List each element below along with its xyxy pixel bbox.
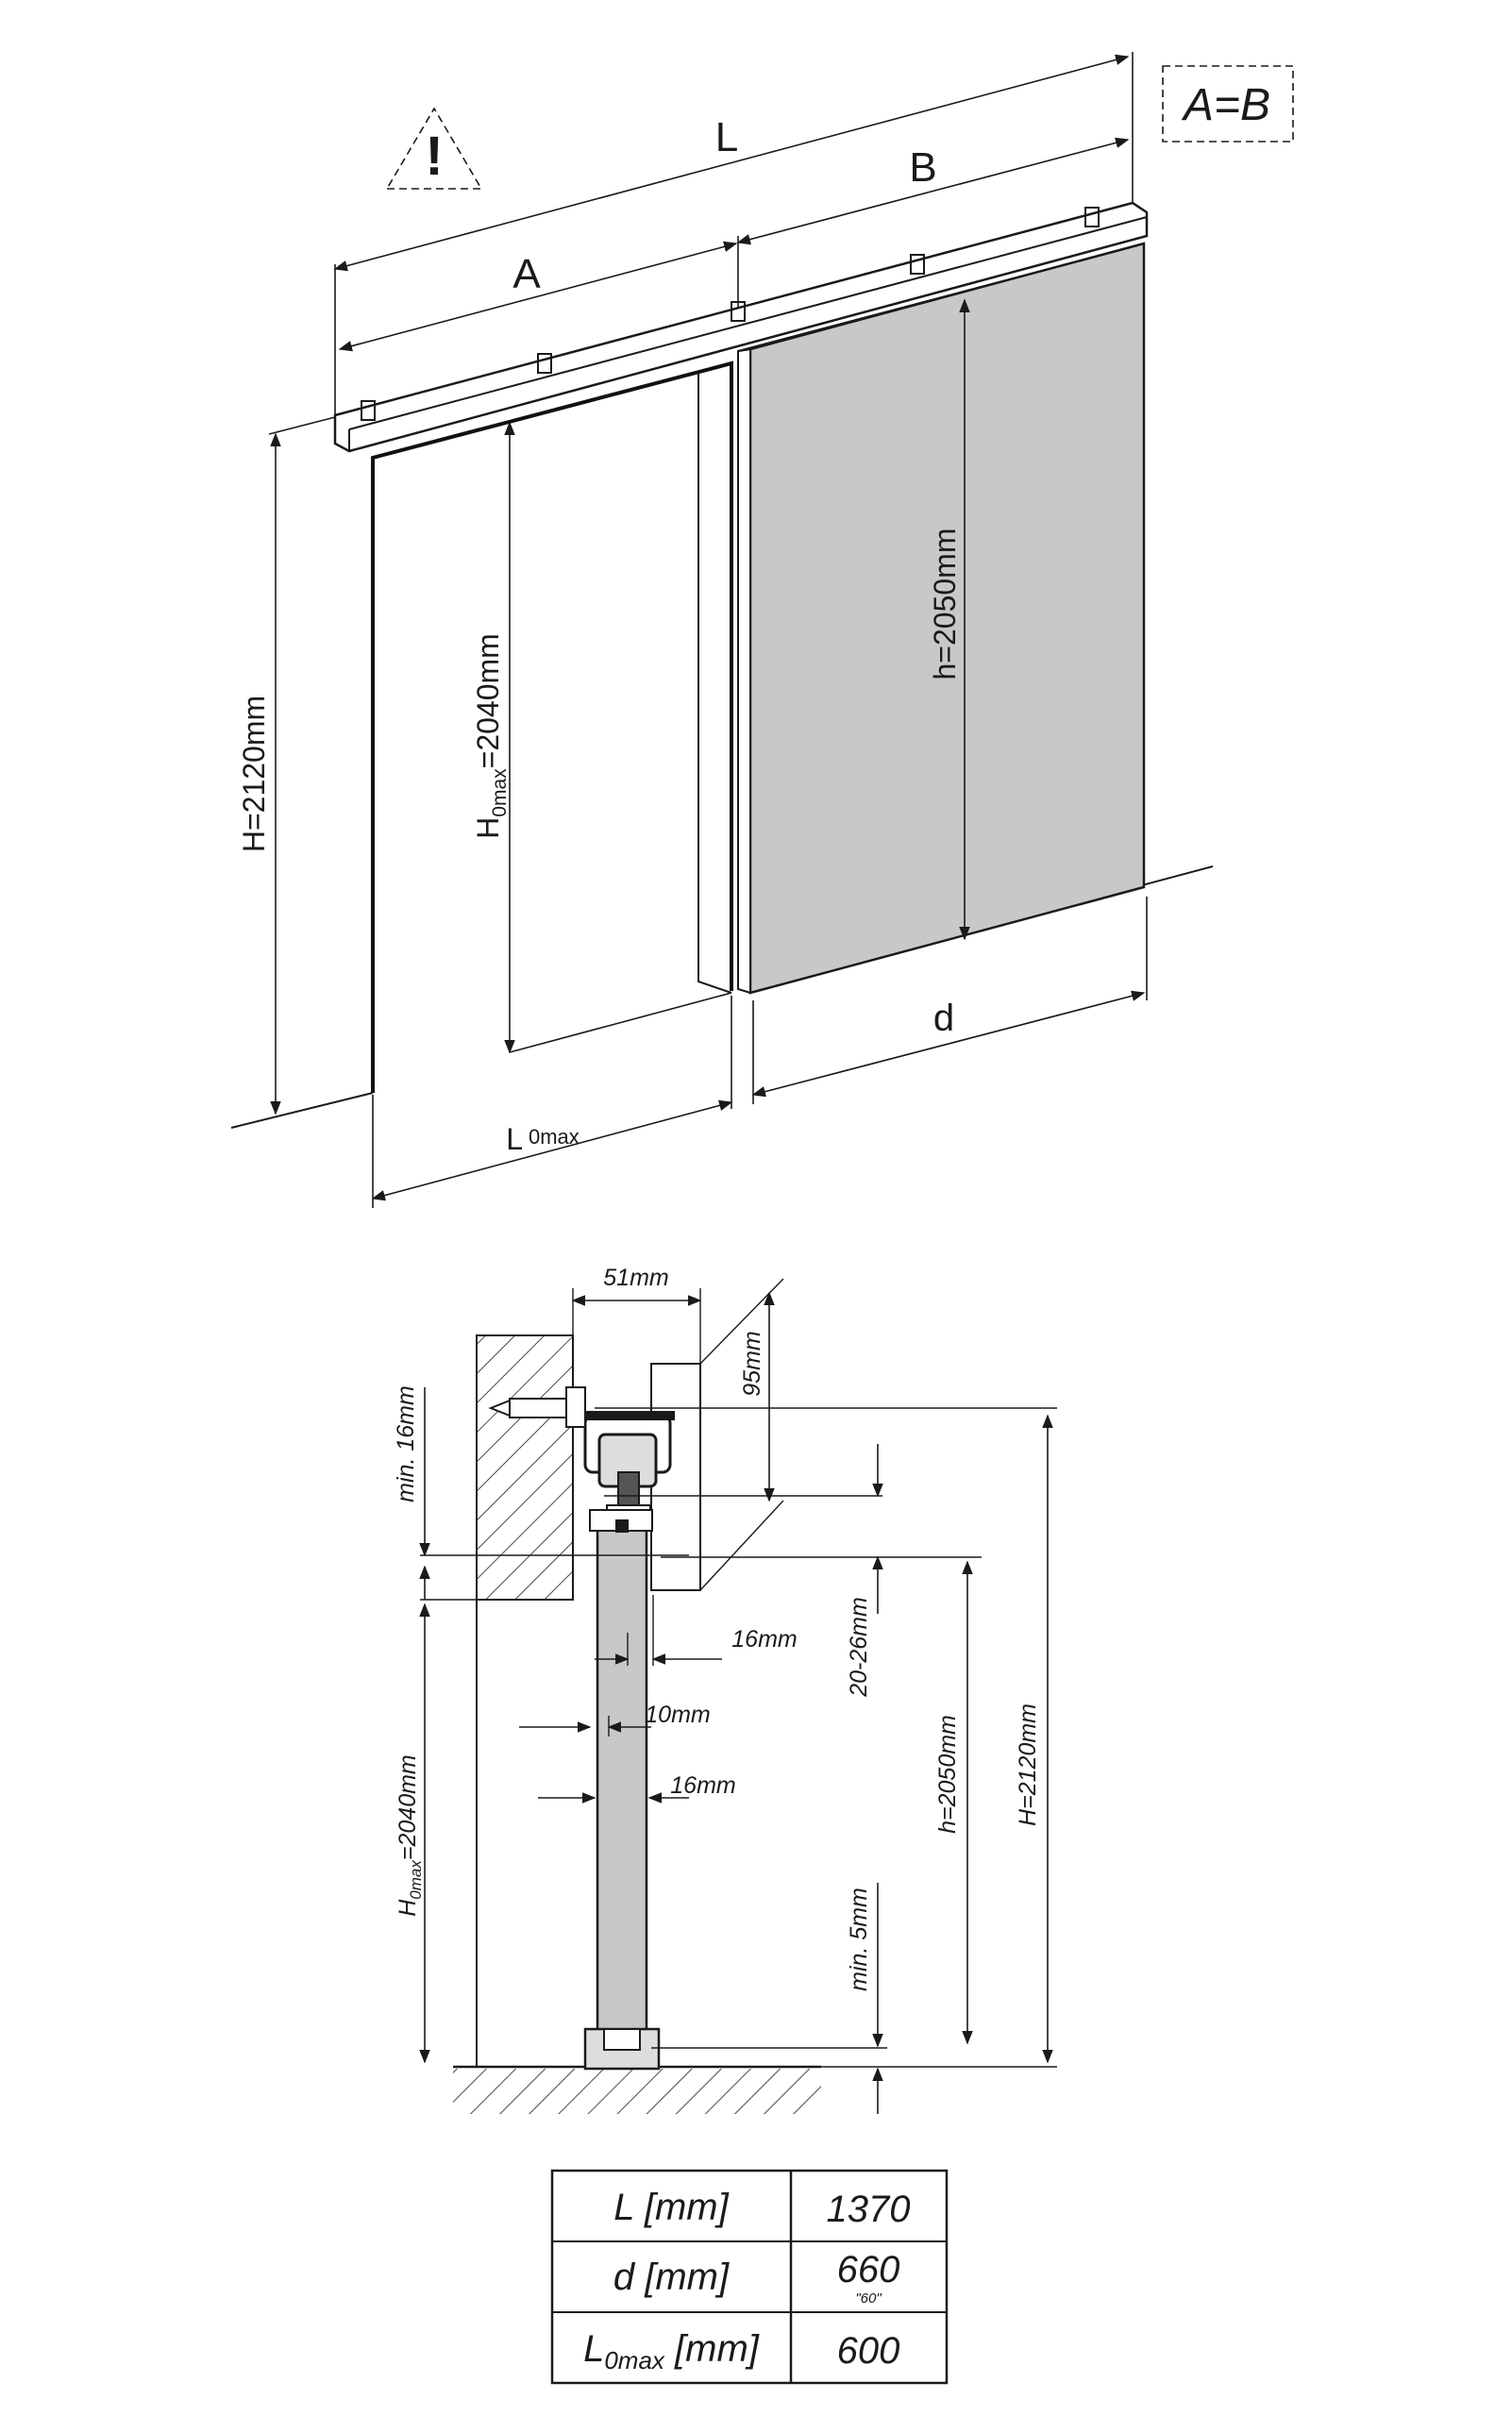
label-16mm-door: 16mm — [670, 1772, 735, 1799]
dimension-H0max-section: H0max=2040mm — [395, 1602, 430, 2064]
dimension-H: H=2120mm — [237, 416, 336, 1116]
label-d: d — [933, 998, 954, 1039]
door-section — [583, 1509, 661, 2071]
rail-bracket — [361, 400, 376, 421]
label-min16mm: min. 16mm — [393, 1385, 419, 1502]
rail-bracket — [537, 353, 552, 374]
table-value: 660 — [837, 2249, 900, 2290]
dimension-h: h=2050mm — [928, 298, 970, 941]
rail-bracket — [731, 301, 746, 322]
table-row: L [mm] 1370 — [613, 2187, 910, 2230]
dimension-10mm: 10mm — [519, 1702, 711, 1736]
label-L: L — [715, 114, 738, 160]
dimension-h2050-section: h=2050mm — [934, 1560, 973, 2045]
dimension-H0max: H0max=2040mm — [471, 421, 732, 1054]
label-A: A — [512, 251, 541, 297]
dimension-20-26mm: 20-26mm — [604, 1444, 982, 1698]
equality-note: A=B — [1181, 80, 1270, 130]
dimension-51mm: 51mm — [571, 1265, 702, 1364]
table-param: L [mm] — [613, 2187, 729, 2228]
label-h2050: h=2050mm — [934, 1715, 961, 1834]
hanger-hardware — [488, 1386, 675, 1525]
label-h: h=2050mm — [928, 528, 962, 680]
rail — [333, 201, 1149, 453]
dimension-d: d — [751, 897, 1148, 1104]
dimension-L: L — [333, 52, 1134, 415]
rail-bracket — [1084, 207, 1100, 227]
label-H0max-section: H0max=2040mm — [395, 1754, 425, 1917]
label-H: H=2120mm — [237, 696, 271, 852]
dimension-B: B — [736, 137, 1130, 321]
label-B: B — [909, 144, 936, 191]
label-10mm: 10mm — [645, 1702, 710, 1728]
floor-section — [453, 2065, 821, 2114]
dimension-16mm-gap: 16mm — [595, 1595, 798, 1666]
warning-icon: ! — [385, 107, 483, 190]
label-H2120: H=2120mm — [1015, 1703, 1041, 1826]
warning-symbol: ! — [425, 126, 443, 187]
label-51mm: 51mm — [603, 1265, 668, 1291]
dimension-16mm-door: 16mm — [538, 1772, 736, 1804]
label-20-26mm: 20-26mm — [846, 1597, 872, 1698]
dimension-min16mm: min. 16mm — [393, 1385, 689, 1601]
rail-bracket — [910, 254, 925, 275]
equality-note-box: A=B — [1162, 65, 1294, 143]
table-row: d [mm] 660 "60" — [613, 2249, 899, 2307]
label-16mm-gap: 16mm — [731, 1626, 797, 1653]
spec-table: L [mm] 1370 d [mm] 660 "60" L0max [mm] 6… — [550, 2169, 949, 2385]
label-95mm: 95mm — [739, 1331, 765, 1396]
section-view: 51mm 95mm min. 16mm H0max=2040mm — [393, 1265, 1057, 2114]
dimension-A: A — [338, 241, 738, 352]
table-value-note: "60" — [855, 2290, 882, 2307]
label-min5mm: min. 5mm — [846, 1888, 872, 1991]
table-row: L0max [mm] 600 — [583, 2328, 899, 2374]
table-value: 600 — [837, 2330, 900, 2372]
table-param: L0max [mm] — [583, 2328, 760, 2374]
dimension-95mm: 95mm — [739, 1291, 775, 1502]
label-H0max: H0max=2040mm — [471, 633, 511, 839]
dimension-min5mm: min. 5mm — [651, 1883, 887, 2114]
door-panel — [737, 242, 1146, 995]
table-value: 1370 — [827, 2189, 911, 2230]
isometric-view: ! A=B L A B — [230, 52, 1294, 1208]
wall-section — [476, 1334, 574, 2067]
table-param: d [mm] — [613, 2257, 730, 2298]
dimension-H2120-section: H=2120mm — [595, 1407, 1057, 2068]
